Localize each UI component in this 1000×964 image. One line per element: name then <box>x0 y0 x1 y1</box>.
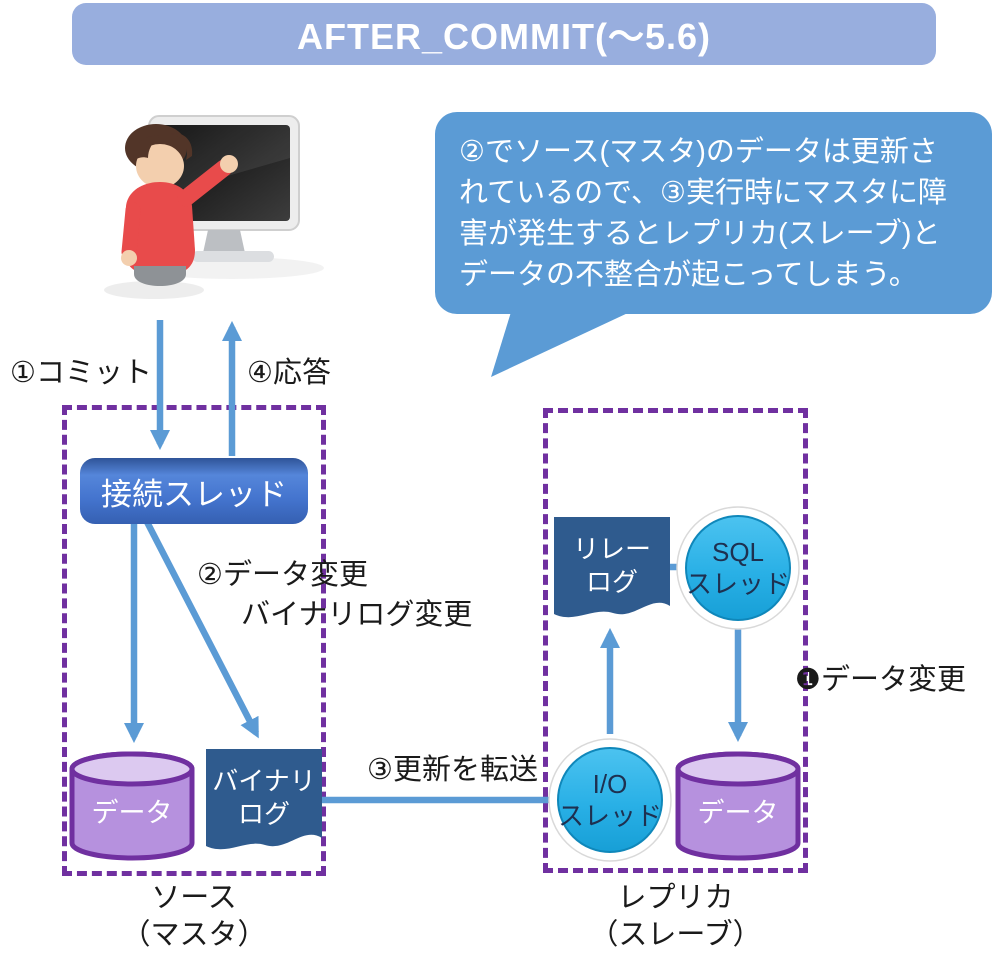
person-at-computer-icon <box>104 115 324 299</box>
source-group-box <box>62 405 326 876</box>
person-shadow <box>104 281 204 299</box>
sql-thread-circle <box>676 506 800 630</box>
bubble-line: れているので、③実行時にマスタに障 <box>459 177 947 209</box>
bubble-line: データの不整合が起こってしまう。 <box>459 259 918 291</box>
io-thread-circle <box>548 738 672 862</box>
connection-thread-label: 接続スレッド <box>101 476 287 512</box>
bubble-line: 害が発生するとレプリカ(スレーブ)と <box>459 218 941 250</box>
source-data-cylinder <box>69 751 195 861</box>
transfer-label: ③更新を転送 <box>367 754 538 786</box>
connection-thread-box: 接続スレッド <box>80 458 308 524</box>
data-change-label: ②データ変更 バイナリログ変更 <box>197 559 473 631</box>
response-label: ④応答 <box>247 357 331 389</box>
person-icon <box>121 124 238 286</box>
replica-data-cylinder <box>675 751 801 861</box>
replica-group-box <box>543 408 808 873</box>
speech-bubble-tail <box>491 312 630 377</box>
source-caption: ソース （マスタ） <box>121 882 267 951</box>
title-bar: AFTER_COMMIT(～5.6) <box>72 3 936 65</box>
commit-label: ①コミット <box>10 357 152 389</box>
binary-log-document <box>206 749 322 850</box>
relay-log-document <box>554 517 670 618</box>
diagram-title: AFTER_COMMIT(～5.6) <box>297 16 711 57</box>
bubble-line: ②でソース(マスタ)のデータは更新さ <box>459 136 938 168</box>
replica-change-label: ❶データ変更 <box>795 664 966 696</box>
replica-caption: レプリカ （スレーブ） <box>589 882 762 951</box>
speech-bubble: ②でソース(マスタ)のデータは更新さ れているので、③実行時にマスタに障 害が発… <box>435 112 992 314</box>
